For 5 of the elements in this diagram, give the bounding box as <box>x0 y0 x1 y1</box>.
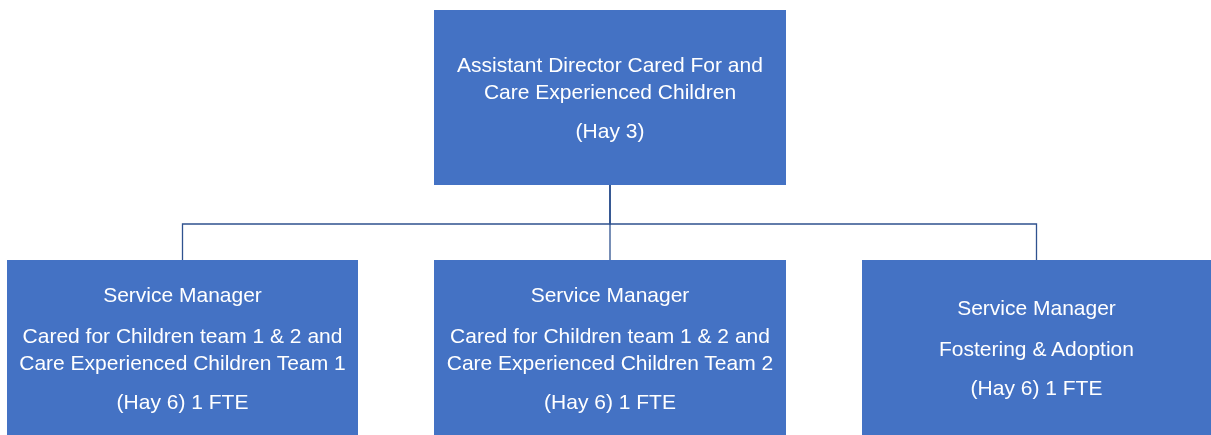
org-box: Assistant Director Cared For and Care Experienced Children (Hay 3) <box>434 10 786 185</box>
connector-line <box>609 184 1038 261</box>
org-box: Service Manager Fostering & Adoption (Hay 6) 1 FTE <box>862 260 1211 435</box>
org-box: Service Manager Cared for Children team 1 & 2 and Care Experienced Children Team 1 (Hay 6) 1 FTE <box>7 260 358 435</box>
org-box: Service Manager Cared for Children team 1 & 2 and Care Experienced Children Team 2 (Hay 6) 1 FTE <box>434 260 786 435</box>
